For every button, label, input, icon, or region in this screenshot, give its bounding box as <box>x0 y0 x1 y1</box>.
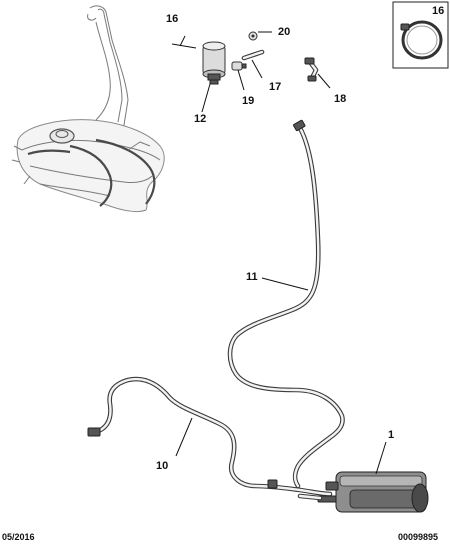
footer-date: 05/2016 <box>2 532 35 542</box>
callout-16: 16 <box>166 13 178 25</box>
pump-flange <box>49 128 75 144</box>
callout-18: 18 <box>334 93 346 105</box>
part-1-canister <box>297 471 429 513</box>
part-12-valve <box>202 41 226 85</box>
tank-body <box>16 119 165 213</box>
callout-labels: 16 20 17 19 12 18 11 10 1 16 <box>156 5 444 472</box>
footer-reference: 00099895 <box>398 532 438 542</box>
callout-1: 1 <box>388 429 394 441</box>
hose-clamp-ring <box>401 20 443 60</box>
pipe-11 <box>227 119 345 489</box>
callout-10: 10 <box>156 460 168 472</box>
callout-11: 11 <box>246 271 258 283</box>
callout-16-box: 16 <box>432 5 444 17</box>
pipe-10 <box>87 376 333 497</box>
callout-17: 17 <box>269 81 281 93</box>
part-20-clip <box>248 31 258 41</box>
callout-12: 12 <box>194 113 206 125</box>
leader-lines <box>171 31 387 475</box>
footer: 05/2016 00099895 <box>2 532 438 542</box>
part-18-elbow <box>304 57 319 82</box>
part-16-box <box>392 1 449 69</box>
tank-strap <box>69 144 113 207</box>
part-17-tube <box>241 49 265 61</box>
callout-20: 20 <box>278 26 290 38</box>
fuel-tank-assembly <box>11 5 165 213</box>
part-19-connector <box>231 61 247 71</box>
callout-19: 19 <box>242 95 254 107</box>
filler-neck <box>89 5 129 133</box>
